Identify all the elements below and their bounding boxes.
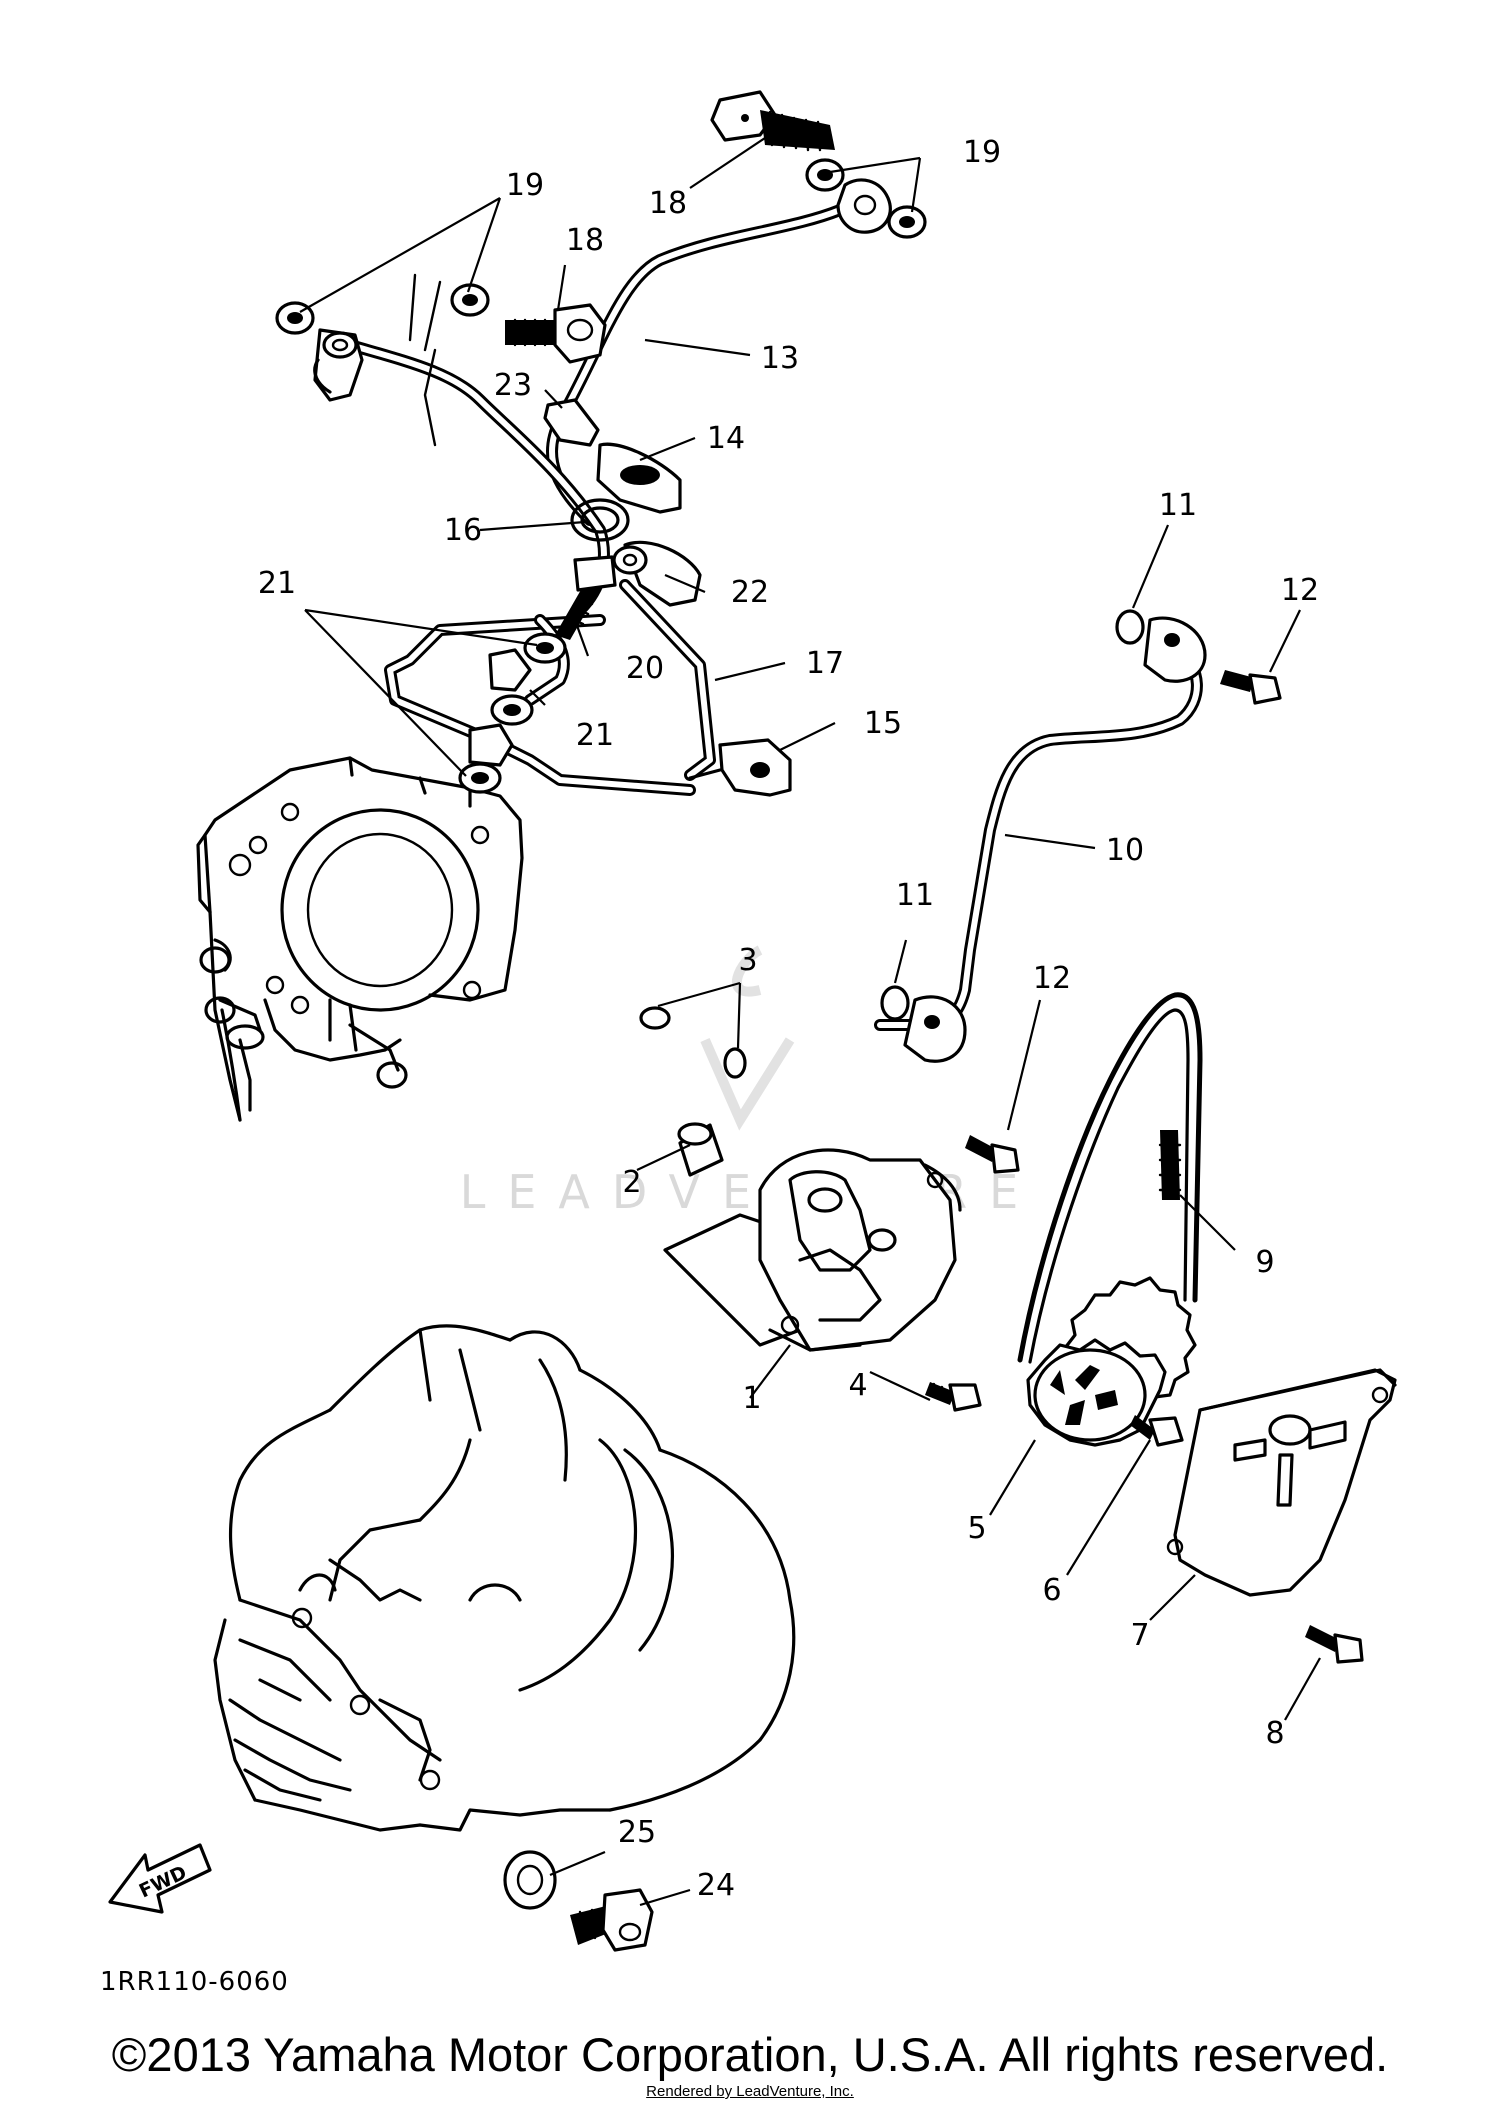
oil-delivery-pipe-16 [334, 336, 610, 616]
reference-lines [408, 273, 442, 447]
forward-arrow-icon: FWD [108, 1843, 212, 1914]
bolt-6 [1130, 1415, 1184, 1447]
diagram-code: 1RR110-6060 [100, 1967, 289, 1997]
callout-6: 6 [1042, 1573, 1061, 1608]
callout-12-bottom: 12 [1033, 961, 1071, 996]
callout-19-left: 19 [506, 168, 544, 203]
callout-1: 1 [742, 1381, 761, 1416]
crankcase-outline [213, 1324, 796, 1832]
callout-17: 17 [806, 646, 844, 681]
callout-15: 15 [864, 706, 902, 741]
callout-4: 4 [848, 1368, 867, 1403]
callout-24: 24 [697, 1868, 735, 1903]
watermark-logo [700, 945, 795, 1131]
o-ring-11-top [1115, 609, 1145, 645]
washer-21-b [490, 694, 534, 726]
callout-21-right: 21 [576, 718, 614, 753]
union-bolt-18-top [710, 90, 835, 152]
guide-16 [570, 498, 630, 542]
screw-8 [1305, 1625, 1364, 1664]
callout-3: 3 [738, 943, 757, 978]
oil-pump-1 [663, 1148, 962, 1352]
bolt-4 [925, 1382, 982, 1412]
watermark-text: LEADVENTURE [460, 1165, 1041, 1219]
copper-washer-19-d [887, 205, 927, 239]
washer-21-c [458, 762, 502, 794]
drive-sprocket-5 [1026, 1276, 1197, 1447]
drive-chain-9 [1017, 992, 1203, 1364]
o-ring-11-bottom [880, 985, 910, 1021]
bolt-12-bottom [965, 1135, 1020, 1174]
callout-5: 5 [967, 1511, 986, 1546]
union-bolt-18-mid [505, 303, 607, 364]
union-bolt-20 [555, 555, 617, 640]
callout-14: 14 [707, 421, 745, 456]
callouts: 1 2 3 4 5 6 7 8 9 10 11 11 12 12 13 14 1… [258, 135, 1319, 1903]
banjo-fitting-lower [468, 648, 532, 767]
washer-21-a [523, 632, 567, 664]
callout-19-right: 19 [963, 135, 1001, 170]
callout-11-top: 11 [1159, 488, 1197, 523]
callout-11-bottom: 11 [896, 878, 934, 913]
bolt-12-top [1220, 670, 1282, 705]
copper-washer-19-b [450, 283, 490, 317]
drain-bolt-24 [570, 1888, 654, 1952]
cylinder-block-outline [196, 756, 524, 1122]
callout-16: 16 [444, 513, 482, 548]
oil-pipe-10 [874, 616, 1207, 1063]
banjo-fitting-top-right [836, 178, 892, 234]
gasket-25 [503, 1850, 557, 1910]
rendered-by-note: Rendered by LeadVenture, Inc. [646, 2083, 854, 2100]
copper-washer-19-c [805, 158, 845, 192]
clamp-14 [596, 442, 682, 514]
callout-13: 13 [761, 341, 799, 376]
callout-10: 10 [1106, 833, 1144, 868]
leader-lines [299, 137, 1321, 1907]
callout-8: 8 [1265, 1716, 1284, 1751]
callout-2: 2 [622, 1165, 641, 1200]
pump-cover-7 [1166, 1368, 1397, 1597]
o-ring-3-a [639, 1006, 671, 1030]
callout-20: 20 [626, 651, 664, 686]
callout-12-top: 12 [1281, 573, 1319, 608]
callout-9: 9 [1255, 1245, 1274, 1280]
clamp-22 [612, 540, 702, 607]
clamp-23 [543, 398, 600, 447]
o-ring-3-b [723, 1047, 747, 1079]
callout-25: 25 [618, 1815, 656, 1850]
callout-18-top: 18 [649, 186, 687, 221]
dowel-pin-2 [677, 1122, 724, 1177]
watermark: LEADVENTURE [460, 945, 1041, 1219]
callout-21-left: 21 [258, 566, 296, 601]
callout-18-mid: 18 [566, 223, 604, 258]
callout-22: 22 [731, 575, 769, 610]
callout-7: 7 [1130, 1618, 1149, 1653]
oil-delivery-pipe-17 [384, 579, 716, 796]
bracket-15 [688, 738, 792, 797]
banjo-fitting-left [313, 328, 364, 402]
callout-23: 23 [494, 368, 532, 403]
copyright-notice: ©2013 Yamaha Motor Corporation, U.S.A. A… [111, 2028, 1389, 2081]
